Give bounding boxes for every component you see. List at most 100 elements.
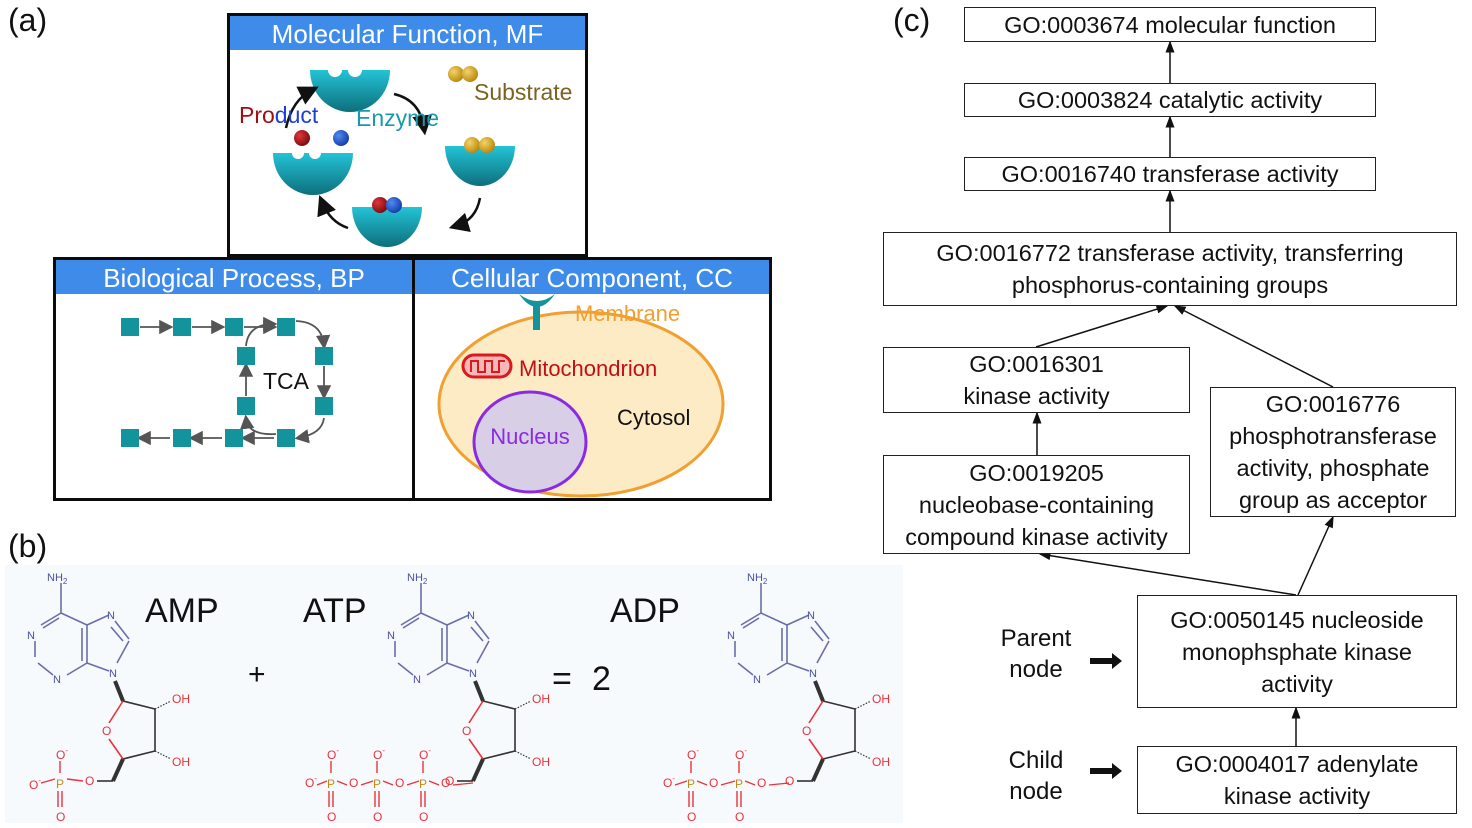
tca-label: TCA [263, 368, 310, 394]
bp-node [237, 397, 255, 415]
legend-child-arrow-icon [1090, 763, 1122, 779]
amp-structure: O- [25, 570, 192, 823]
svg-text:O: O [349, 776, 358, 790]
cycle-arrow-3 [448, 197, 482, 232]
enzyme-label: Enzyme [356, 105, 439, 131]
legend-parent-arrow-icon [1090, 653, 1122, 669]
product-blue-ball [333, 130, 349, 146]
bp-frame [53, 257, 415, 501]
cc-cell-diagram: Membrane Mitochondrion Nucleus Cytosol [437, 294, 725, 498]
go-edge-nm-to-nb [1038, 551, 1297, 596]
go-edge-pt-to-tp [1173, 305, 1334, 388]
membrane-label: Membrane [575, 301, 680, 326]
panel-a-label: (a) [8, 2, 48, 38]
go-term-line: monophsphate kinase [1182, 638, 1412, 665]
cycle-arrow-2 [393, 92, 433, 136]
go-term-line: GO:0016301 [969, 351, 1104, 377]
bp-node [121, 318, 139, 336]
panel-c-label: (c) [893, 2, 931, 38]
go-term-line: GO:0016740 transferase activity [1001, 161, 1339, 187]
substrate-ball-1 [448, 66, 464, 82]
go-edge-nm-to-pt [1297, 515, 1334, 596]
mf-title: Molecular Function, MF [230, 16, 585, 50]
go-term-line: GO:0019205 [969, 459, 1104, 486]
enzyme-right-substrate-bound [445, 137, 515, 186]
legend-child-label: Child node [1008, 747, 1064, 805]
go-term-line: phosphotransferase [1229, 423, 1437, 449]
substrate-ball-2 [462, 66, 478, 82]
go-term-line: GO:0016776 [1265, 391, 1401, 417]
product-label-duct: duct [275, 102, 319, 128]
atp-label: ATP [303, 592, 367, 630]
bp-node [225, 429, 243, 447]
go-term-line: group as acceptor [1238, 487, 1428, 513]
adp-label: ADP [610, 592, 680, 630]
nucleus [472, 390, 588, 494]
membrane-receptor-icon [519, 294, 555, 330]
go-term-node-mf: GO:0003674 molecular function [964, 7, 1376, 42]
bp-node [315, 397, 333, 415]
bp-node [173, 318, 191, 336]
go-term-node-ka: GO:0016301 kinase activity [883, 347, 1190, 413]
cc-title: Cellular Component, CC [415, 260, 769, 294]
bp-node [121, 429, 139, 447]
bp-node [277, 318, 295, 336]
legend-parent-label: Parent node [1000, 625, 1072, 683]
enzyme-left [273, 147, 353, 195]
svg-text:O: O [441, 776, 450, 790]
go-term-node-ta: GO:0016740 transferase activity [964, 157, 1376, 191]
go-term-line: kinase activity [1223, 783, 1371, 809]
svg-text:O-: O- [663, 774, 675, 790]
plus-sign: + [248, 658, 266, 691]
panel-b-label: (b) [8, 528, 48, 564]
mitochondrion-icon [461, 353, 513, 379]
svg-text:Product: Product [239, 102, 319, 128]
stoichiometric-coefficient: 2 [592, 660, 611, 698]
cycle-arrow-4 [317, 195, 349, 230]
equals-sign: = [552, 660, 572, 698]
go-term-node-nm: GO:0050145 nucleoside monophsphate kinase… [1137, 595, 1457, 708]
go-term-line: kinase activity [963, 383, 1110, 409]
svg-text:O: O [757, 776, 766, 790]
svg-text:O-: O- [305, 774, 317, 790]
svg-text:O-: O- [29, 776, 41, 792]
enzyme-top [310, 63, 390, 112]
go-term-line: activity, phosphate [1236, 455, 1430, 481]
substrate-label: Substrate [474, 79, 572, 105]
go-term-node-ca: GO:0003824 catalytic activity [964, 83, 1376, 117]
product-red-ball [294, 130, 310, 146]
atp-phosphate-chain: O- O O O [305, 745, 474, 823]
svg-text:O: O [709, 776, 718, 790]
cytosol-label: Cytosol [617, 405, 690, 430]
nucleus-label: Nucleus [490, 424, 569, 449]
bp-node [237, 347, 255, 365]
product-label-pro: Pro [239, 102, 275, 128]
go-term-node-tp: GO:0016772 transferase activity, transfe… [883, 232, 1457, 306]
enzyme-bottom-product-bound [352, 197, 422, 247]
bp-node [173, 429, 191, 447]
bp-title: Biological Process, BP [56, 260, 412, 294]
bp-node [225, 318, 243, 336]
bp-tca-pathway: TCA [121, 316, 333, 447]
cycle-arrow-1 [284, 86, 319, 129]
mitochondrion-label: Mitochondrion [519, 356, 657, 381]
amp-label: AMP [145, 592, 219, 630]
bp-nodes [121, 318, 333, 447]
go-term-line: GO:0003824 catalytic activity [1017, 87, 1323, 113]
go-term-line: activity [1261, 670, 1333, 697]
bp-node [315, 347, 333, 365]
go-term-line: nucleobase-containing [918, 491, 1155, 518]
go-term-node-pt: GO:0016776 phosphotransferase activity, ph… [1210, 387, 1456, 517]
bp-node [277, 429, 295, 447]
go-term-line: GO:0050145 nucleoside [1170, 606, 1424, 633]
reaction-structures: NH2 N N N N O OH OH [25, 570, 892, 823]
go-term-line: GO:0016772 transferase activity, transfe… [936, 240, 1404, 266]
adp-phosphate-chain: O- O O [663, 745, 790, 823]
mf-enzyme-cycle: Product Enzyme Substrate [239, 63, 572, 247]
go-term-line: phosphorus-containing groups [1011, 272, 1329, 298]
svg-text:O: O [395, 776, 404, 790]
go-term-line: GO:0004017 adenylate [1175, 751, 1419, 777]
go-term-line: GO:0003674 molecular function [1004, 11, 1336, 38]
